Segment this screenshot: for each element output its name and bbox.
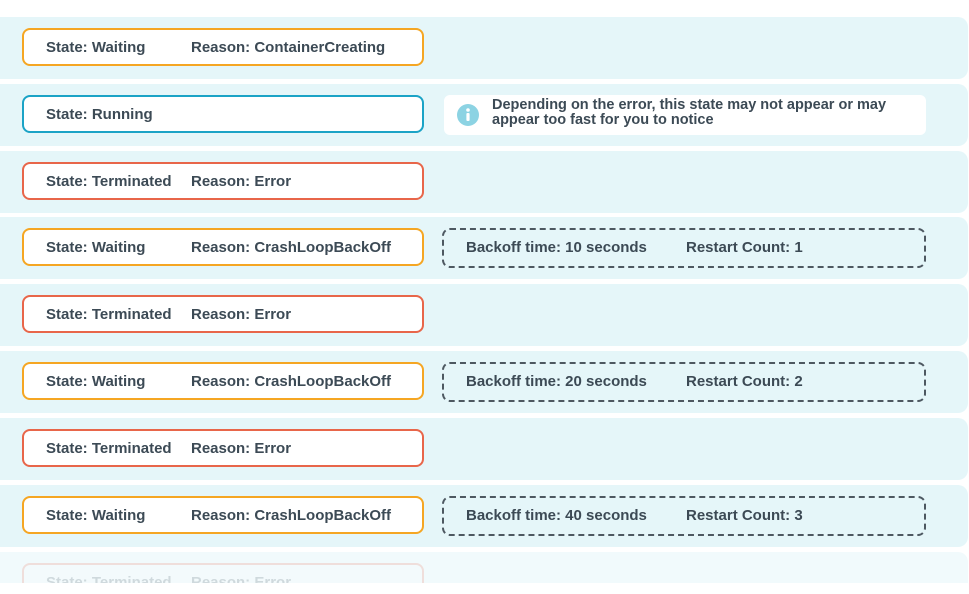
reason-label: Reason: CrashLoopBackOff <box>191 239 392 256</box>
reason-label: Reason: ContainerCreating <box>191 39 386 56</box>
state-box-terminated: State: Terminated Reason: Error <box>22 162 424 200</box>
fade-cover <box>0 583 969 594</box>
info-note: Depending on the error, this state may n… <box>444 95 926 135</box>
info-note-text: Depending on the error, this state may n… <box>492 97 887 128</box>
state-label: State: Waiting <box>46 39 146 56</box>
backoff-time-label: Backoff time: 10 seconds <box>466 239 647 256</box>
reason-label: Reason: CrashLoopBackOff <box>191 373 392 390</box>
state-label: State: Terminated <box>46 440 172 457</box>
state-box-running: State: Running <box>22 95 424 133</box>
state-box-waiting: State: Waiting Reason: CrashLoopBackOff <box>22 496 424 534</box>
backoff-box: Backoff time: 20 seconds Restart Count: … <box>442 362 926 402</box>
state-label: State: Terminated <box>46 173 172 190</box>
state-label: State: Terminated <box>46 306 172 323</box>
state-box-waiting: State: Waiting Reason: CrashLoopBackOff <box>22 362 424 400</box>
state-label: State: Running <box>46 106 153 123</box>
state-label: State: Waiting <box>46 373 146 390</box>
restart-count-label: Restart Count: 3 <box>686 507 803 524</box>
reason-label: Reason: Error <box>191 306 292 323</box>
backoff-time-label: Backoff time: 20 seconds <box>466 373 647 390</box>
reason-label: Reason: Error <box>191 173 292 190</box>
reason-label: Reason: Error <box>191 440 292 457</box>
state-box-waiting: State: Waiting Reason: ContainerCreating <box>22 28 424 66</box>
backoff-box: Backoff time: 40 seconds Restart Count: … <box>442 496 926 536</box>
backoff-box: Backoff time: 10 seconds Restart Count: … <box>442 228 926 268</box>
info-icon <box>457 104 479 126</box>
restart-count-label: Restart Count: 2 <box>686 373 803 390</box>
state-box-terminated: State: Terminated Reason: Error <box>22 295 424 333</box>
backoff-time-label: Backoff time: 40 seconds <box>466 507 647 524</box>
state-label: State: Waiting <box>46 239 146 256</box>
state-box-terminated: State: Terminated Reason: Error <box>22 429 424 467</box>
state-box-waiting: State: Waiting Reason: CrashLoopBackOff <box>22 228 424 266</box>
state-label: State: Waiting <box>46 507 146 524</box>
reason-label: Reason: CrashLoopBackOff <box>191 507 392 524</box>
restart-count-label: Restart Count: 1 <box>686 239 803 256</box>
